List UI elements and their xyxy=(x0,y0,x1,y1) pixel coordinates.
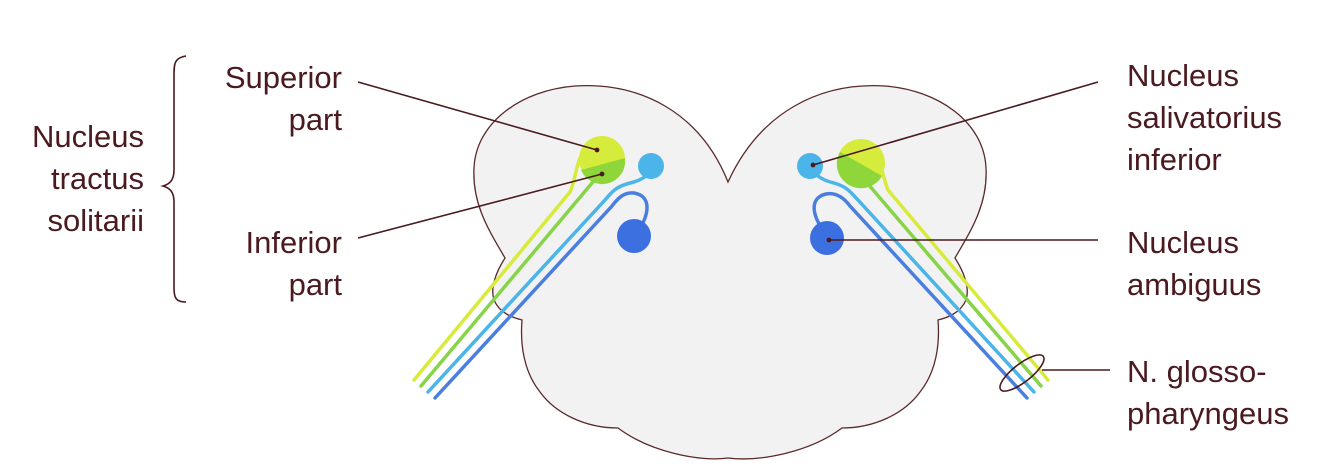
label-line: Nucleus xyxy=(1127,225,1239,260)
right-nucleus-salivatorius-inferior xyxy=(797,153,823,179)
leader-inferior-part xyxy=(357,173,603,239)
label-line: salivatorius xyxy=(1127,100,1283,135)
label-line: Superior xyxy=(224,60,342,95)
dot-superior-part xyxy=(594,147,600,153)
dot-salivatorius xyxy=(810,162,816,168)
leader-lines xyxy=(357,81,1110,371)
label-nucleus-tractus-solitarii: Nucleus tractus solitarii xyxy=(16,116,144,242)
right-nucleus-ambiguus xyxy=(810,221,844,255)
label-line: N. glosso- xyxy=(1127,354,1267,389)
label-line: solitarii xyxy=(47,203,144,238)
leader-superior-part xyxy=(357,81,598,151)
right-fiber-blue xyxy=(812,191,1029,400)
label-inferior-part: Inferior part xyxy=(196,222,342,306)
label-superior-part: Superior part xyxy=(196,57,342,141)
label-nucleus-salivatorius-inferior: Nucleus salivatorius inferior xyxy=(1127,55,1312,181)
dot-ambiguus xyxy=(826,237,832,243)
label-nucleus-ambiguus: Nucleus ambiguus xyxy=(1127,222,1312,306)
label-line: part xyxy=(288,102,342,137)
label-line: pharyngeus xyxy=(1127,396,1290,431)
left-fiber-bundle xyxy=(412,156,654,400)
label-line: ambiguus xyxy=(1127,267,1262,302)
left-fiber-blue xyxy=(433,191,649,400)
leader-salivatorius xyxy=(812,81,1099,166)
label-line: tractus xyxy=(50,161,144,196)
left-nucleus-ambiguus xyxy=(617,219,651,253)
left-fiber-green xyxy=(419,168,605,388)
left-fiber-yellow xyxy=(412,156,582,382)
nts-curly-brace xyxy=(160,55,187,303)
left-nucleus-tractus-solitarii xyxy=(579,136,626,185)
dot-inferior-part xyxy=(599,171,605,177)
left-nucleus-salivatorius-inferior xyxy=(638,153,664,179)
leader-dots xyxy=(594,147,832,243)
label-line: Nucleus xyxy=(1127,58,1239,93)
label-line: inferior xyxy=(1127,142,1222,177)
label-line: part xyxy=(288,267,342,302)
label-n-glossopharyngeus: N. glosso- pharyngeus xyxy=(1127,351,1312,435)
label-line: Inferior xyxy=(245,225,342,260)
right-fiber-green xyxy=(854,168,1043,388)
label-line: Nucleus xyxy=(32,119,144,154)
right-nucleus-tractus-solitarii xyxy=(836,139,885,189)
nerve-bundle-ring xyxy=(999,354,1045,392)
